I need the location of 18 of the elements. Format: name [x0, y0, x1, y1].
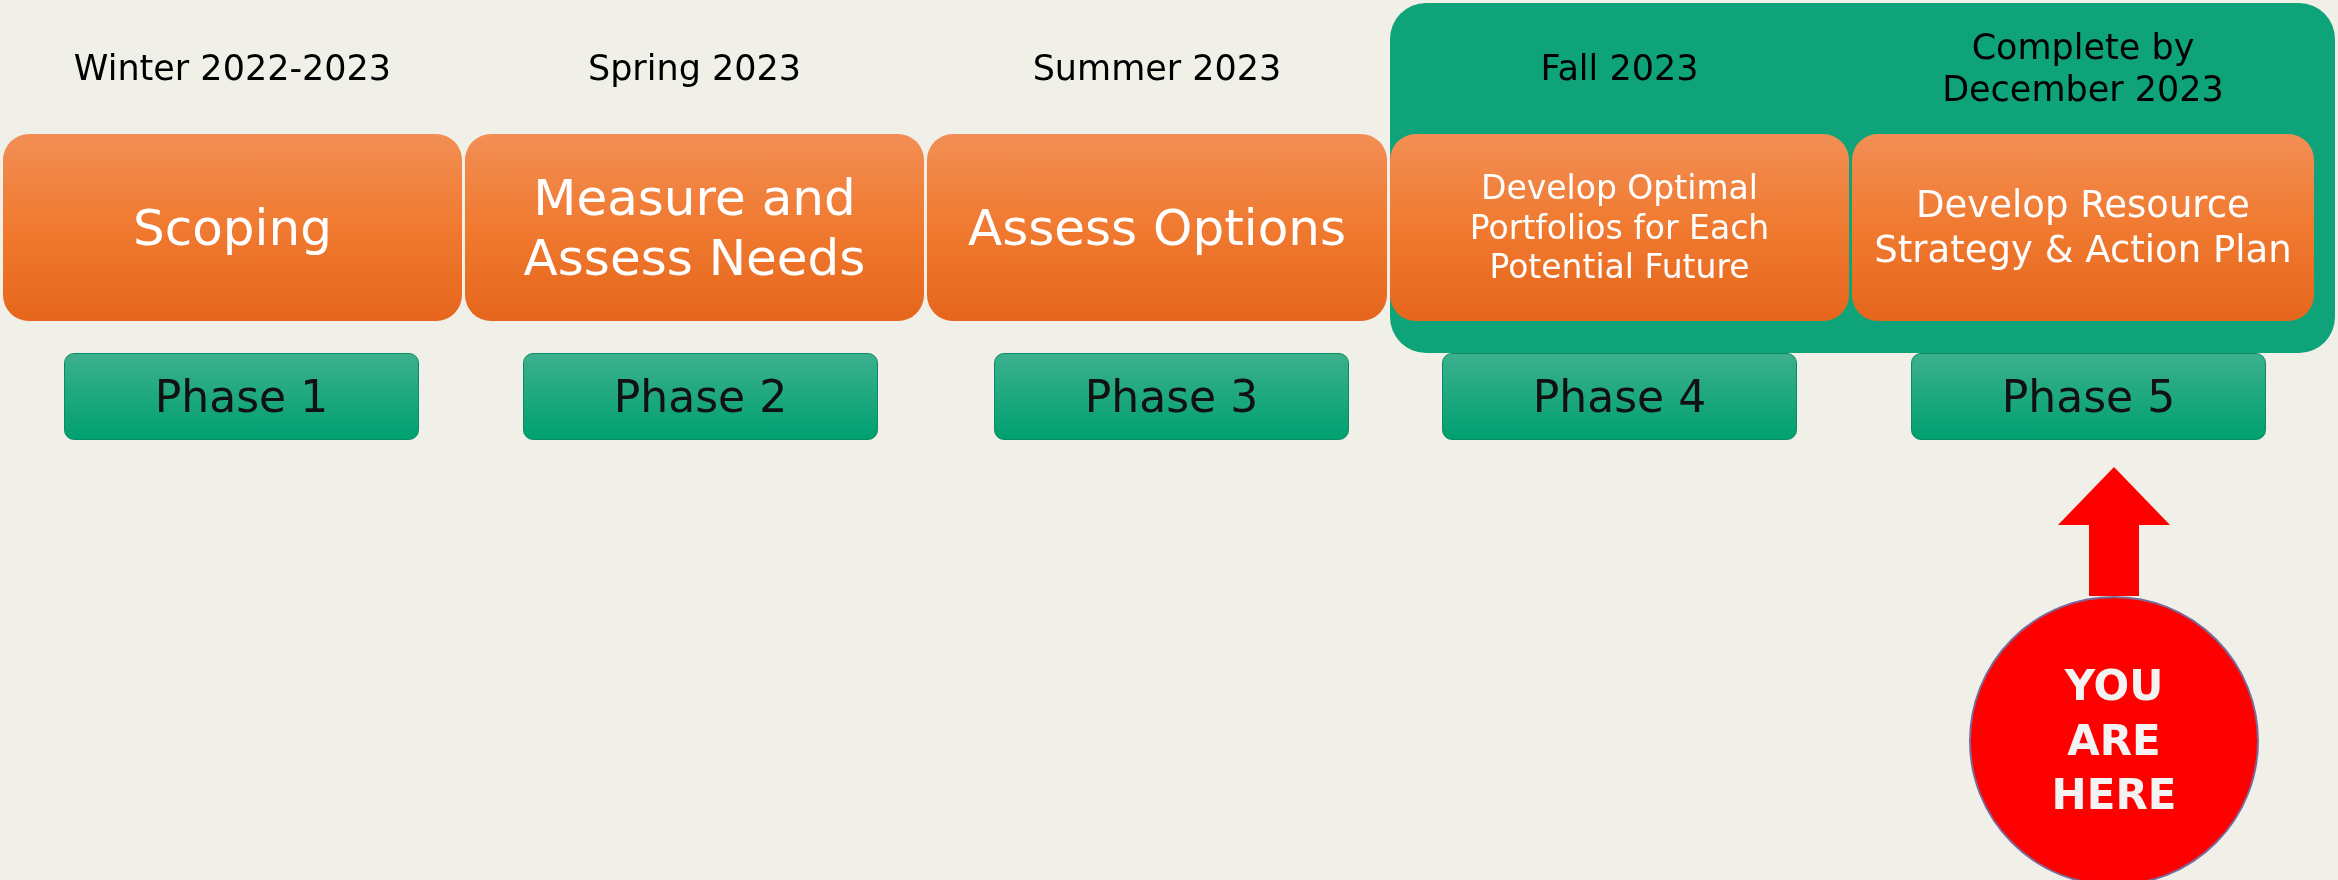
marker-circle: YOU ARE HERE — [1969, 596, 2259, 880]
phase-label-box: Phase 4 — [1442, 353, 1797, 440]
block-arrow — [2058, 467, 2170, 596]
phase-label-box: Phase 5 — [1911, 353, 2266, 440]
phase-box: Develop Resource Strategy & Action Plan — [1852, 134, 2314, 321]
phase-box: Measure and Assess Needs — [465, 134, 924, 321]
date-heading: Summer 2023 — [1032, 47, 1282, 89]
phase-label-box: Phase 1 — [64, 353, 419, 440]
date-heading: Fall 2023 — [1540, 47, 1699, 89]
phase-box: Scoping — [3, 134, 462, 321]
phase-box: Develop Optimal Portfolios for Each Potential Future — [1390, 134, 1849, 321]
date-heading: Winter 2022-2023 — [73, 47, 392, 89]
phase-box: Assess Options — [927, 134, 1387, 321]
phase-label-box: Phase 2 — [523, 353, 878, 440]
phase-label-box: Phase 3 — [994, 353, 1349, 440]
date-heading: Spring 2023 — [587, 47, 802, 89]
highlight-panel — [1390, 3, 2335, 353]
date-heading: Complete by December 2023 — [1941, 26, 2225, 110]
